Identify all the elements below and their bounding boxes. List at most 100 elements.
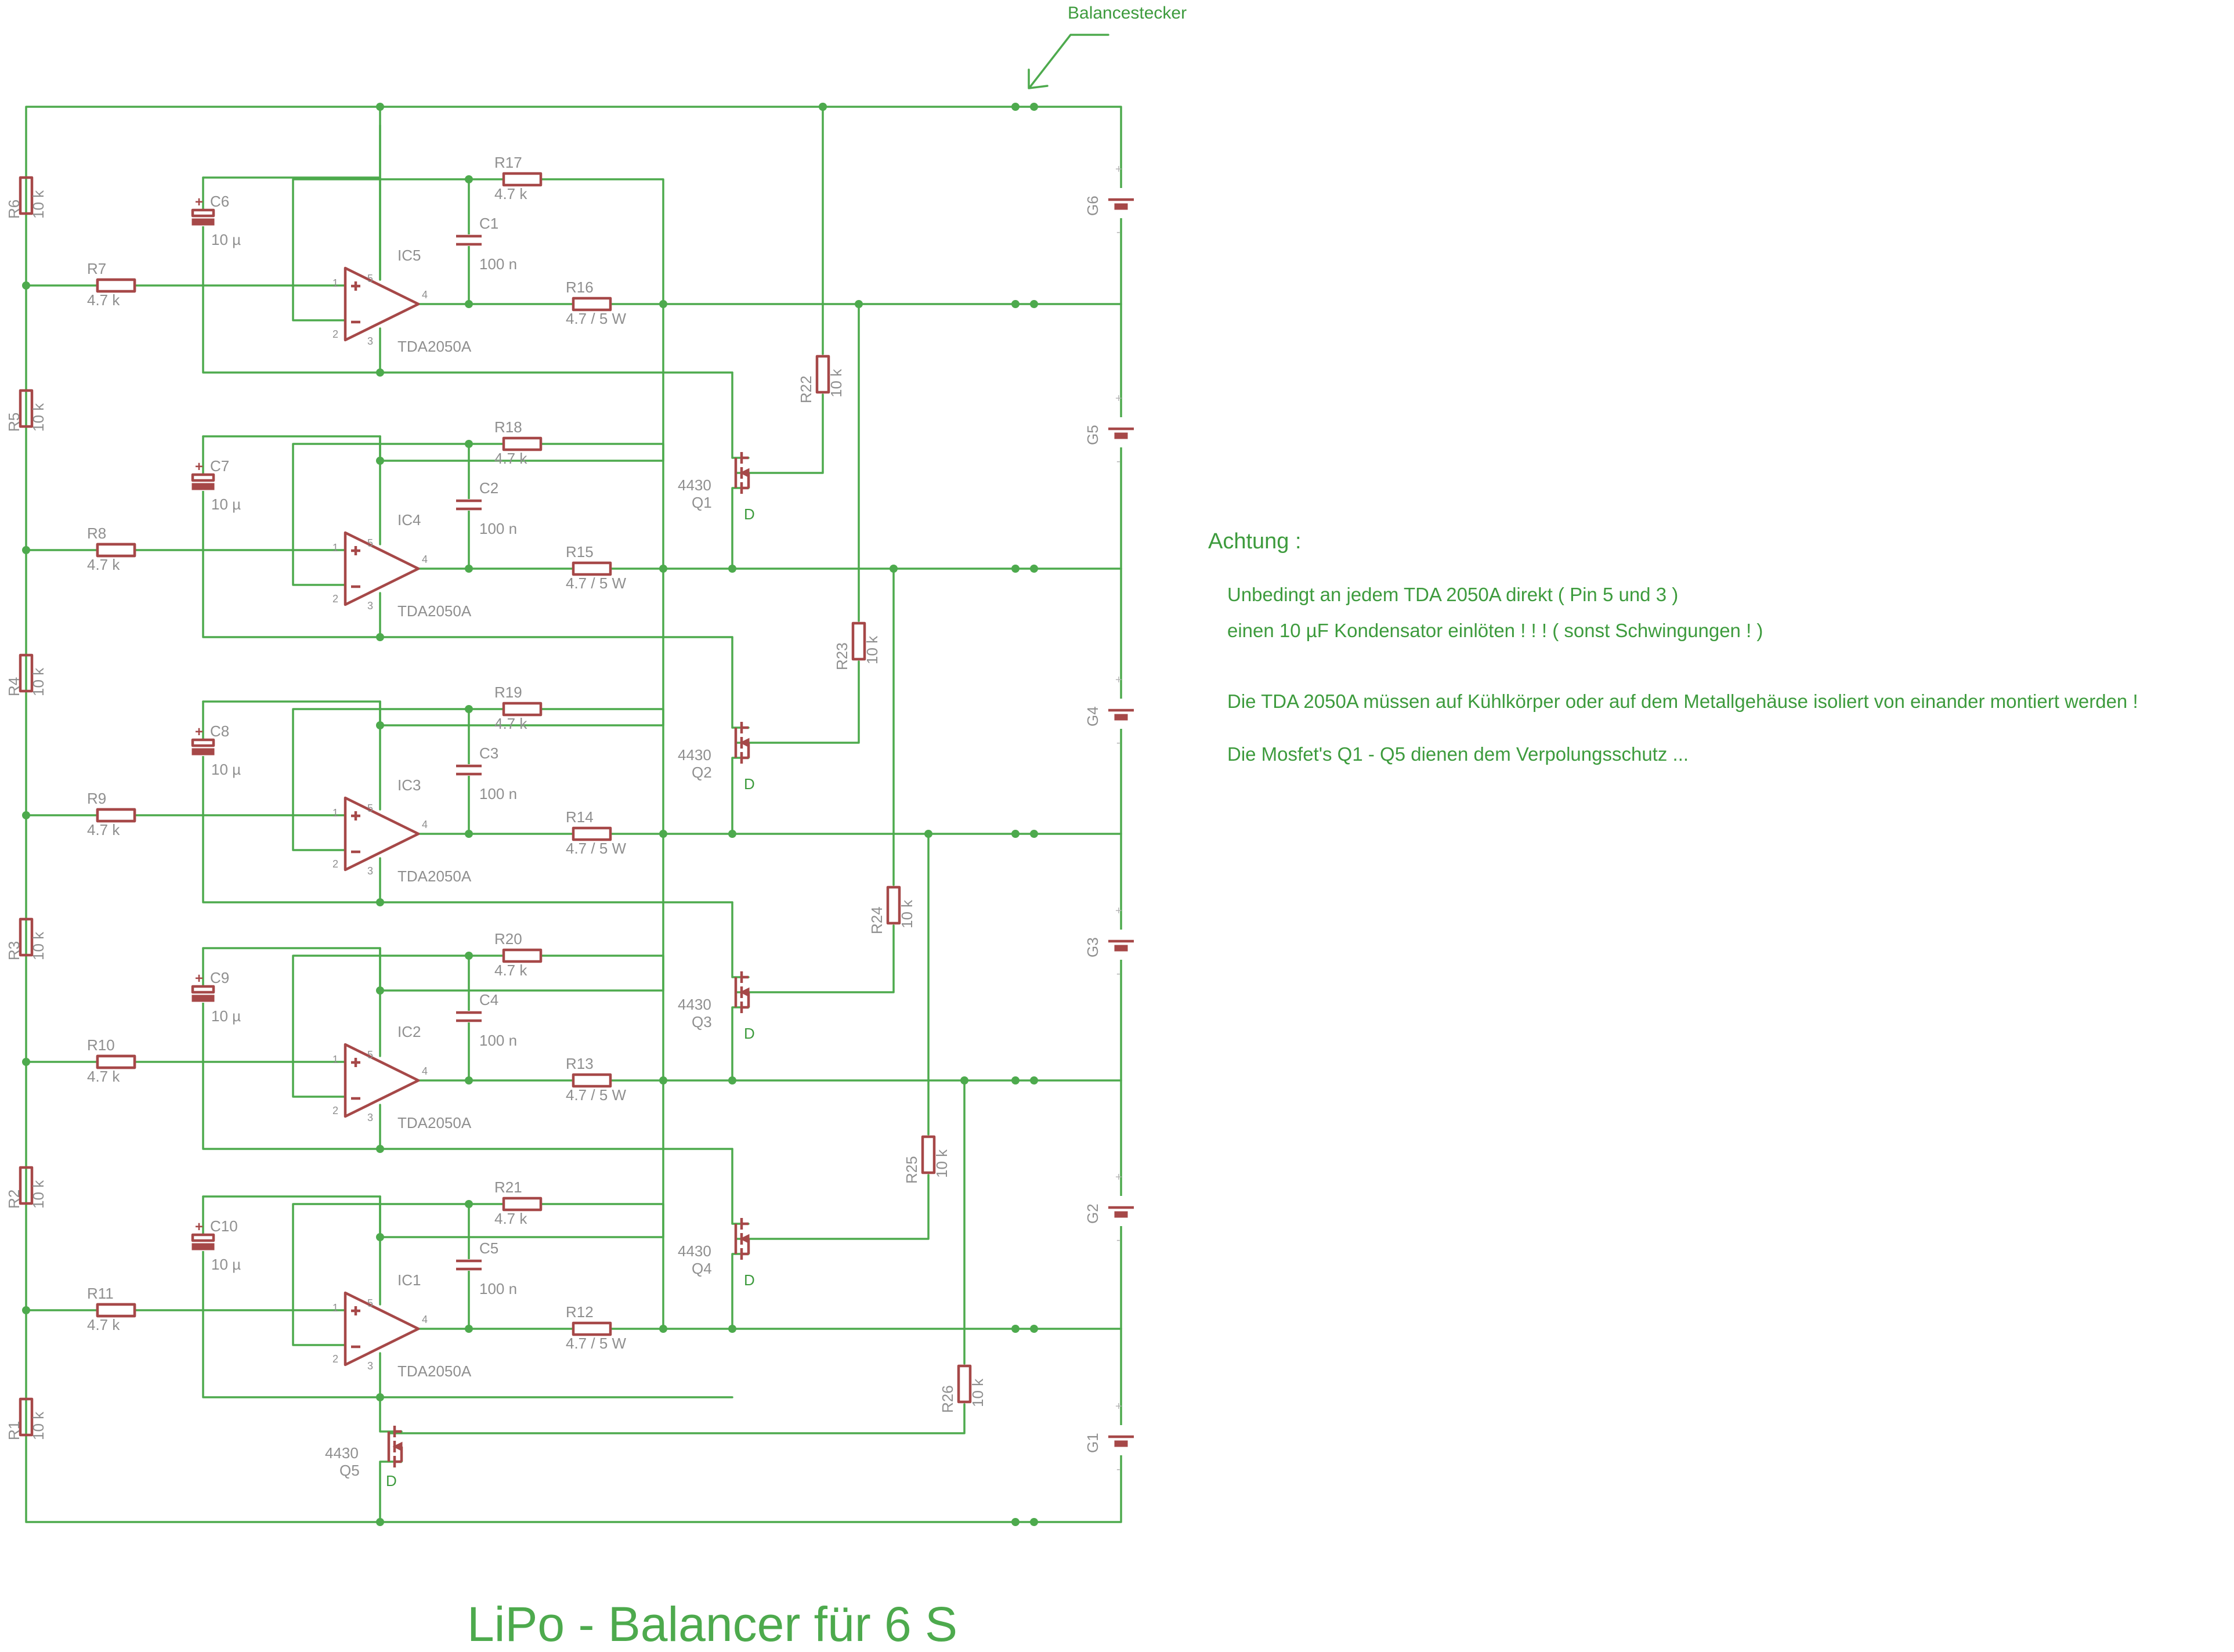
resistor-name: R10 (87, 1036, 115, 1054)
junction-dot (465, 565, 473, 573)
pin-number: 5 (367, 273, 373, 284)
output-resistor-R15 (572, 561, 612, 576)
drain-label: D (744, 505, 755, 523)
resistor-value: 10 k (30, 931, 47, 960)
junction-dot (924, 830, 932, 838)
resistor-value: 10 k (30, 403, 47, 432)
battery-gap (1104, 930, 1138, 960)
feedback-resistor-R19 (502, 702, 543, 717)
mosfet-type: 4430 (678, 1242, 711, 1260)
pin-number: 1 (332, 1054, 338, 1065)
elko-plus-sign: + (195, 724, 203, 740)
junction-dot (659, 1325, 667, 1333)
junction-dot (465, 1076, 473, 1085)
junction-dot (465, 175, 473, 183)
elko-C9-plate (191, 995, 215, 1002)
note-line-1: Unbedingt an jedem TDA 2050A direkt ( Pi… (1227, 584, 1678, 605)
wire (292, 443, 664, 586)
components (19, 172, 1138, 1467)
resistor-name: R23 (833, 642, 851, 670)
elko-name: C8 (210, 722, 229, 740)
elko-C6-plate (191, 218, 215, 226)
wire (731, 371, 750, 459)
battery-G3-short-plate (1114, 945, 1128, 952)
resistor-name: R2 (5, 1190, 23, 1209)
gate-resistor-R22 (815, 355, 830, 394)
wire (735, 660, 860, 744)
wire (731, 901, 750, 978)
junction-dot (376, 1518, 384, 1526)
pin-number: 3 (367, 1360, 373, 1372)
gate-resistor-R24 (886, 885, 901, 925)
wire (731, 1006, 750, 1082)
elko-C7-plate (191, 483, 215, 490)
junction-dot (465, 1325, 473, 1333)
feedback-resistor-R18 (502, 436, 543, 451)
wire (292, 955, 664, 1098)
battery-G1-short-plate (1114, 1440, 1128, 1447)
wire (379, 567, 664, 726)
junction-dot (1030, 565, 1038, 573)
pin-number: 1 (332, 277, 338, 289)
resistor-value: 10 k (863, 635, 881, 664)
ic-name: IC1 (397, 1271, 421, 1289)
battery-plus: + (1115, 674, 1122, 686)
wire (292, 178, 664, 321)
ic-name: IC5 (397, 247, 421, 264)
wire (379, 1461, 403, 1523)
connector-arrow (1029, 34, 1109, 88)
resistor-gap (97, 1056, 135, 1068)
ic-name: IC2 (397, 1023, 421, 1040)
resistor-gap (97, 544, 135, 556)
junction-dot (1011, 103, 1020, 111)
junction-dot (1030, 1518, 1038, 1526)
feedback-resistor-R17 (502, 172, 543, 187)
resistor-value: 10 k (933, 1149, 950, 1178)
drain-label: D (744, 775, 755, 793)
ic-type: TDA2050A (397, 602, 472, 620)
ic-name: IC3 (397, 776, 421, 794)
connector-arrowhead (1028, 68, 1049, 89)
battery-plus: + (1115, 1171, 1122, 1184)
battery-minus: - (1116, 1234, 1120, 1246)
junction-dot (1030, 1325, 1038, 1333)
resistor-value: 10 k (969, 1378, 986, 1407)
pin-number: 4 (422, 289, 428, 301)
resistor-name: R17 (494, 154, 522, 171)
feedback-resistor-R20 (502, 948, 543, 963)
wire (202, 947, 733, 1150)
resistor-value: 4.7 k (87, 291, 120, 309)
wire (202, 176, 733, 374)
battery-minus: - (1116, 226, 1120, 238)
junction-dot (465, 952, 473, 960)
battery-G5-short-plate (1114, 432, 1128, 439)
resistor-name: R14 (566, 808, 594, 826)
junction-dot (728, 830, 736, 838)
junction-dot (890, 565, 898, 573)
junction-dot (465, 440, 473, 448)
battery-plus: + (1115, 163, 1122, 176)
pin-number: 3 (367, 865, 373, 877)
pin-number: 5 (367, 802, 373, 814)
resistor-name: R12 (566, 1303, 594, 1321)
resistor-name: R3 (5, 941, 23, 960)
capacitor-name: C1 (479, 215, 498, 232)
drain-label: D (744, 1271, 755, 1289)
divider-resistor-R5 (19, 389, 34, 428)
wire (292, 708, 664, 851)
elko-C10-plate (191, 1233, 215, 1242)
wire (735, 1174, 930, 1240)
ic-type: TDA2050A (397, 338, 472, 355)
pin-number: 2 (332, 328, 338, 340)
junction-dot (1030, 300, 1038, 308)
resistor-value: 10 k (30, 190, 47, 219)
elko-C7-plate (191, 473, 215, 482)
resistor-value: 4.7 / 5 W (566, 840, 626, 857)
battery-name: G6 (1084, 196, 1101, 216)
wire (25, 106, 1122, 1523)
elko-name: C10 (210, 1217, 238, 1235)
resistor-name: R16 (566, 279, 594, 296)
resistor-value: 4.7 / 5 W (566, 1086, 626, 1104)
output-resistor-R16 (572, 297, 612, 312)
